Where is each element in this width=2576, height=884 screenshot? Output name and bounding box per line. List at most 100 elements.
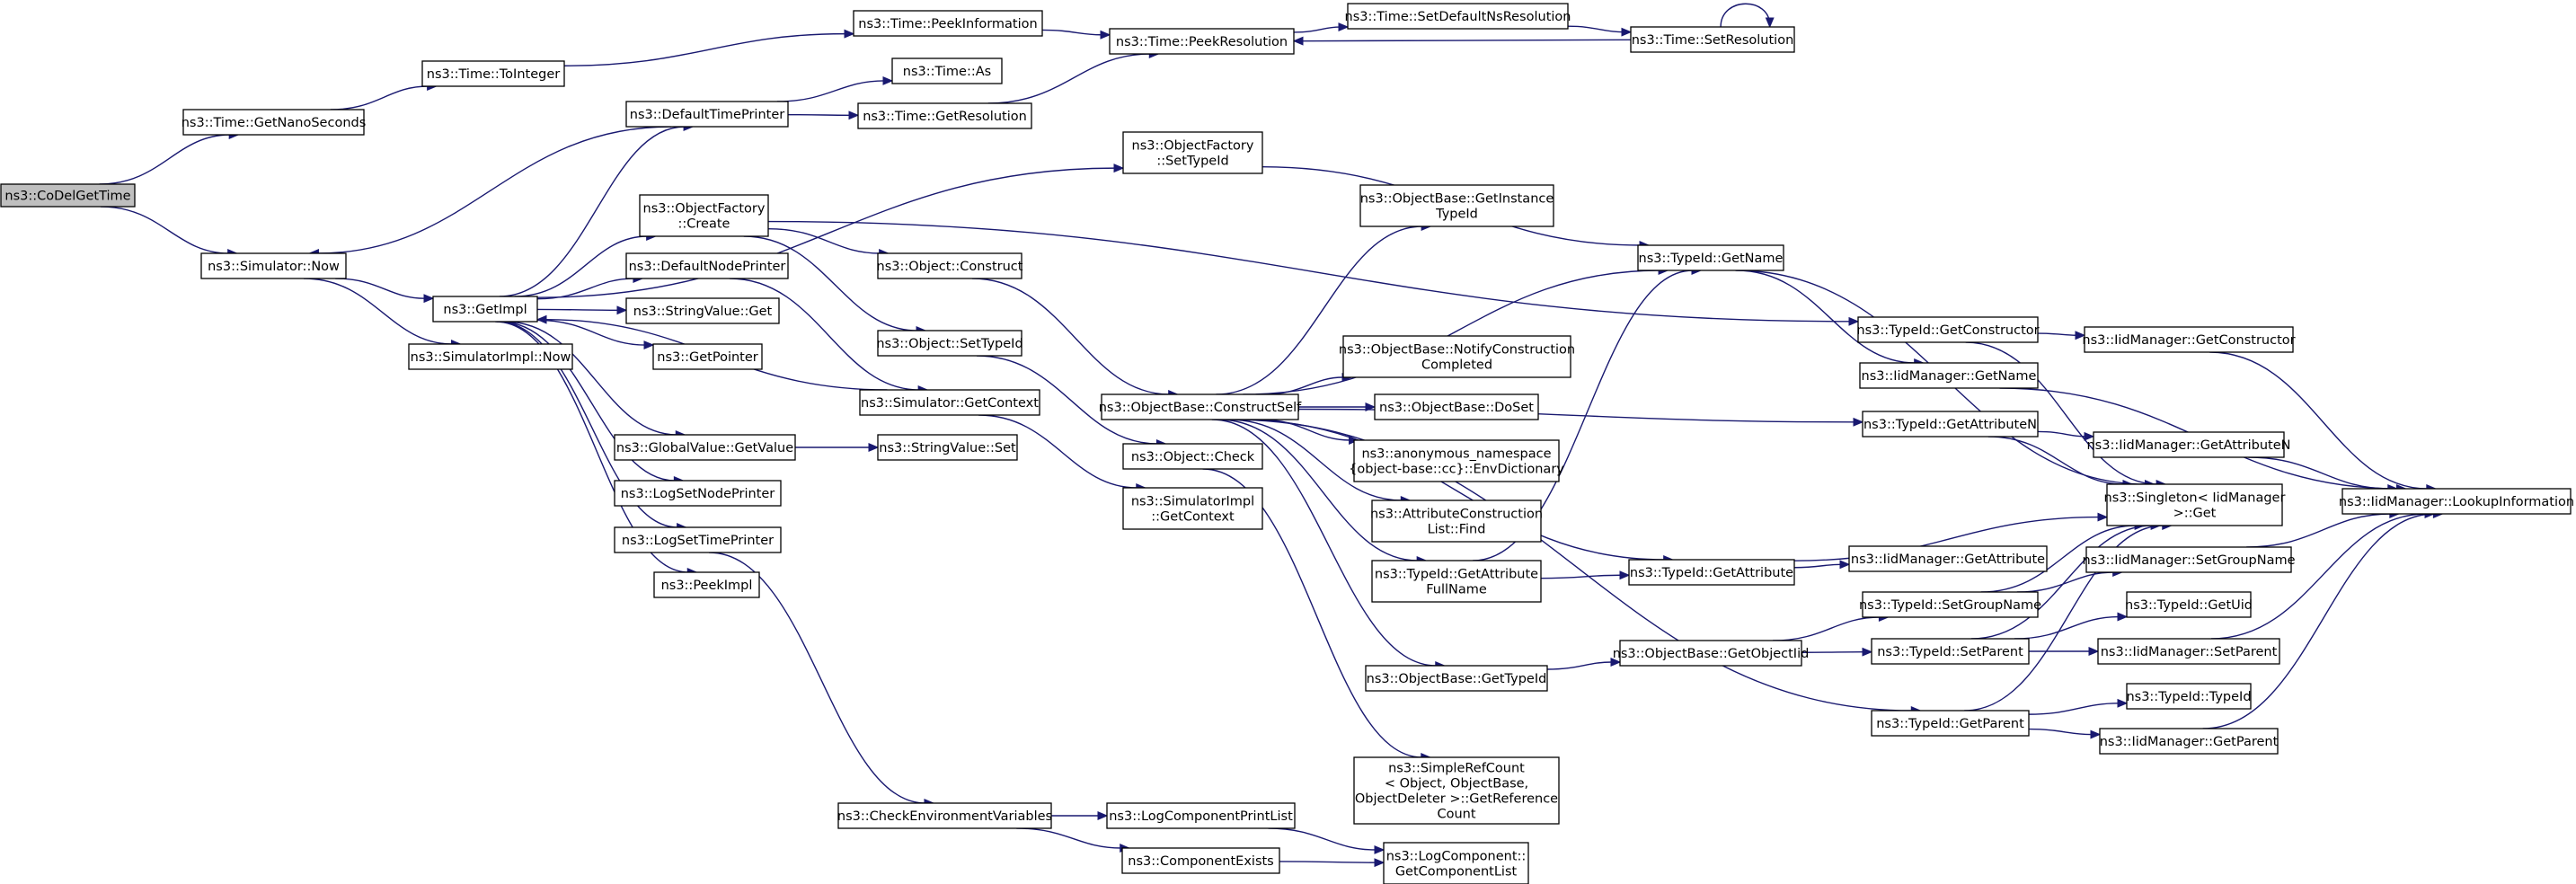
node-box[interactable] xyxy=(2097,638,2280,665)
node-box[interactable] xyxy=(1871,710,2030,737)
node-toint[interactable]: ns3::Time::ToInteger xyxy=(421,60,565,87)
node-logtime[interactable]: ns3::LogSetTimePrinter xyxy=(614,526,782,553)
node-checkenv[interactable]: ns3::CheckEnvironmentVariables xyxy=(837,802,1052,829)
node-box[interactable] xyxy=(1371,560,1542,603)
node-box[interactable] xyxy=(653,571,760,598)
node-box[interactable] xyxy=(2084,326,2294,353)
node-box[interactable] xyxy=(639,194,769,237)
node-getnano[interactable]: ns3::Time::GetNanoSeconds xyxy=(181,109,367,136)
node-box[interactable] xyxy=(1365,665,1548,692)
node-peekres[interactable]: ns3::Time::PeekResolution xyxy=(1109,28,1295,55)
node-obdoset[interactable]: ns3::ObjectBase::DoSet xyxy=(1374,393,1539,420)
node-box[interactable] xyxy=(2099,728,2279,755)
node-objcheck[interactable]: ns3::Object::Check xyxy=(1122,443,1263,470)
node-box[interactable] xyxy=(2126,683,2252,710)
node-box[interactable] xyxy=(0,183,136,208)
node-objconstruct[interactable]: ns3::Object::Construct xyxy=(877,252,1023,279)
node-box[interactable] xyxy=(2085,546,2292,573)
node-box[interactable] xyxy=(1848,545,2048,572)
node-box[interactable] xyxy=(1342,335,1571,378)
node-box[interactable] xyxy=(857,102,1032,129)
node-compexists[interactable]: ns3::ComponentExists xyxy=(1121,847,1280,874)
node-box[interactable] xyxy=(2341,488,2572,515)
node-getimpl[interactable]: ns3::GetImpl xyxy=(432,296,538,323)
node-defaultnode[interactable]: ns3::DefaultNodePrinter xyxy=(625,252,789,279)
node-ofcreate[interactable]: ns3::ObjectFactory::Create xyxy=(639,194,769,237)
node-peekinfo[interactable]: ns3::Time::PeekInformation xyxy=(853,10,1043,37)
node-box[interactable] xyxy=(1122,443,1263,470)
node-iidsetparent[interactable]: ns3::IidManager::SetParent xyxy=(2097,638,2280,665)
node-box[interactable] xyxy=(1383,842,1529,884)
node-singleton[interactable]: ns3::Singleton< IidManager >::Get xyxy=(2104,483,2286,526)
node-box[interactable] xyxy=(891,57,1003,84)
node-box[interactable] xyxy=(1628,559,1795,586)
node-box[interactable] xyxy=(614,480,782,507)
node-iidgetattr[interactable]: ns3::IidManager::GetAttribute xyxy=(1848,545,2048,572)
node-obnotify[interactable]: ns3::ObjectBase::NotifyConstructionCompl… xyxy=(1339,335,1575,378)
node-defaulttime[interactable]: ns3::DefaultTimePrinter xyxy=(625,101,789,128)
node-box[interactable] xyxy=(625,297,780,324)
node-iidgetparent[interactable]: ns3::IidManager::GetParent xyxy=(2099,728,2279,755)
node-getpointer[interactable]: ns3::GetPointer xyxy=(652,343,763,370)
node-iidgetctor[interactable]: ns3::IidManager::GetConstructor xyxy=(2082,326,2296,353)
node-strget[interactable]: ns3::StringValue::Get xyxy=(625,297,780,324)
node-box[interactable] xyxy=(1101,393,1299,420)
node-box[interactable] xyxy=(408,343,573,370)
node-box[interactable] xyxy=(1862,591,2039,618)
node-box[interactable] xyxy=(182,109,365,136)
node-box[interactable] xyxy=(2106,483,2283,526)
node-iidlookup[interactable]: ns3::IidManager::LookupInformation xyxy=(2339,488,2574,515)
node-box[interactable] xyxy=(1374,393,1539,420)
node-tidsetparent[interactable]: ns3::TypeId::SetParent xyxy=(1871,638,2030,665)
node-box[interactable] xyxy=(1122,487,1263,530)
node-box[interactable] xyxy=(652,343,763,370)
node-box[interactable] xyxy=(1857,316,2039,343)
node-box[interactable] xyxy=(1859,362,2039,389)
node-obgetoid[interactable]: ns3::ObjectBase::GetObjectIid xyxy=(1613,640,1810,667)
node-box[interactable] xyxy=(421,60,565,87)
node-refcount[interactable]: ns3::SimpleRefCount< Object, ObjectBase,… xyxy=(1353,756,1560,825)
node-box[interactable] xyxy=(1619,640,1802,667)
node-objsettype[interactable]: ns3::Object::SetTypeId xyxy=(876,330,1023,357)
node-box[interactable] xyxy=(625,252,789,279)
node-box[interactable] xyxy=(877,252,1022,279)
node-box[interactable] xyxy=(859,389,1040,416)
node-box[interactable] xyxy=(837,802,1052,829)
node-box[interactable] xyxy=(2093,431,2285,458)
node-box[interactable] xyxy=(614,526,782,553)
node-ofsettype[interactable]: ns3::ObjectFactory::SetTypeId xyxy=(1122,131,1263,174)
node-codel[interactable]: ns3::CoDelGetTime xyxy=(0,183,136,208)
node-box[interactable] xyxy=(1862,411,2039,438)
node-peekimpl[interactable]: ns3::PeekImpl xyxy=(653,571,760,598)
node-tidtypeid[interactable]: ns3::TypeId::TypeId xyxy=(2126,683,2252,710)
node-box[interactable] xyxy=(1347,3,1569,30)
node-box[interactable] xyxy=(1106,802,1296,829)
node-strset[interactable]: ns3::StringValue::Set xyxy=(877,434,1018,461)
node-tidgetattrn[interactable]: ns3::TypeId::GetAttributeN xyxy=(1862,411,2039,438)
node-box[interactable] xyxy=(1121,847,1280,874)
node-box[interactable] xyxy=(432,296,538,323)
node-box[interactable] xyxy=(877,434,1018,461)
node-iidgetattrn[interactable]: ns3::IidManager::GetAttributeN xyxy=(2086,431,2291,458)
node-tidgetname[interactable]: ns3::TypeId::GetName xyxy=(1637,244,1784,271)
node-box[interactable] xyxy=(853,10,1043,37)
node-setdefns[interactable]: ns3::Time::SetDefaultNsResolution xyxy=(1345,3,1571,30)
node-box[interactable] xyxy=(877,330,1022,357)
node-box[interactable] xyxy=(2126,591,2252,618)
node-box[interactable] xyxy=(1353,439,1560,482)
node-cs[interactable]: ns3::ObjectBase::ConstructSelf xyxy=(1099,393,1302,420)
node-tidgetparent[interactable]: ns3::TypeId::GetParent xyxy=(1871,710,2030,737)
node-tidgetuid[interactable]: ns3::TypeId::GetUid xyxy=(2125,591,2253,618)
node-box[interactable] xyxy=(625,101,789,128)
node-box[interactable] xyxy=(614,434,796,461)
node-tidgetctor[interactable]: ns3::TypeId::GetConstructor xyxy=(1856,316,2040,343)
node-logprint[interactable]: ns3::LogComponentPrintList xyxy=(1106,802,1296,829)
node-box[interactable] xyxy=(1871,638,2030,665)
node-simnow[interactable]: ns3::Simulator::Now xyxy=(200,252,347,279)
node-timeas[interactable]: ns3::Time::As xyxy=(891,57,1003,84)
node-box[interactable] xyxy=(1122,131,1263,174)
node-tidsetgroup[interactable]: ns3::TypeId::SetGroupName xyxy=(1859,591,2041,618)
node-box[interactable] xyxy=(1637,244,1784,271)
